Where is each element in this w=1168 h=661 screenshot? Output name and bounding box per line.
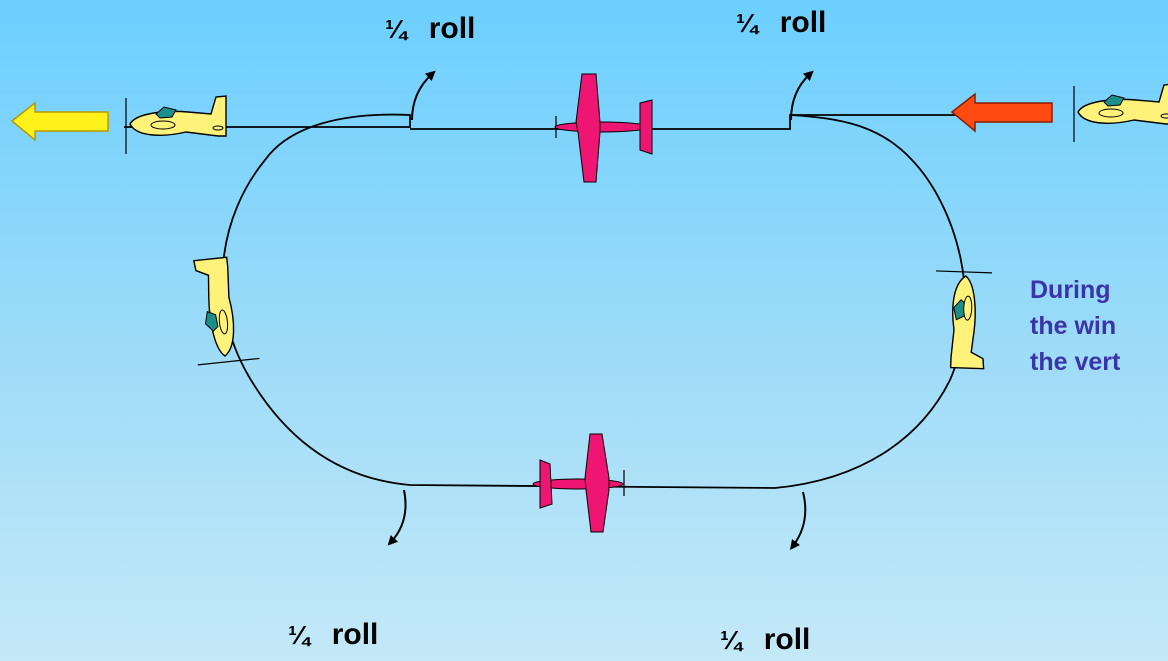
yellow-plane-icon (1073, 83, 1168, 143)
entry-arrow-icon (950, 92, 1053, 133)
exit-arrow-icon (10, 101, 109, 142)
yellow-plane-icon (935, 270, 993, 370)
side-note: During the win the vert (1030, 272, 1120, 380)
pink-plane-icon (554, 73, 653, 183)
roll-fraction: ¼ (288, 620, 310, 650)
pink-plane-icon (532, 433, 625, 533)
roll-arrow-icon (387, 489, 407, 546)
roll-word: roll (428, 12, 476, 45)
roll-word: roll (331, 618, 379, 651)
roll-label-top-right: ¼ roll (736, 6, 826, 40)
roll-label-bottom-right: ¼ roll (720, 623, 810, 657)
side-note-line: the vert (1030, 348, 1121, 376)
roll-fraction: ¼ (385, 14, 407, 44)
roll-label-bottom-left: ¼ roll (288, 618, 378, 652)
roll-word: roll (763, 623, 811, 656)
flight-path (124, 113, 967, 489)
roll-arrow-icon (790, 70, 814, 121)
roll-arrow-icon (411, 70, 436, 121)
roll-arrow-icon (790, 491, 807, 551)
roll-word: roll (779, 6, 827, 39)
roll-fraction: ¼ (720, 625, 742, 655)
roll-fraction: ¼ (736, 8, 758, 38)
roll-label-top-left: ¼ roll (385, 12, 475, 46)
side-note-line: the win (1030, 312, 1117, 340)
yellow-plane-icon (193, 256, 260, 366)
side-note-line: During (1030, 276, 1111, 304)
yellow-plane-icon (125, 95, 227, 155)
